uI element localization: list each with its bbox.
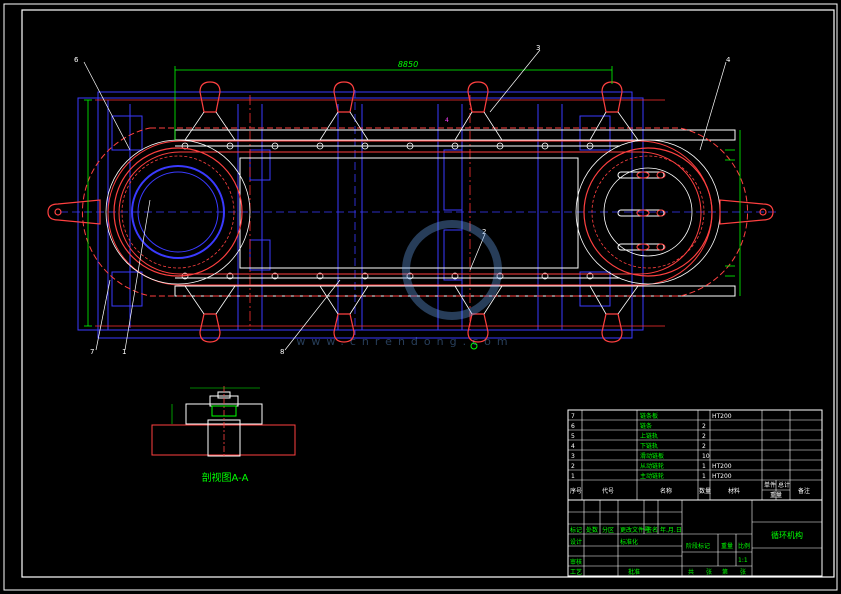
drawing-title: 循环机构 [771,530,803,540]
tb-count: 处数 [586,526,598,534]
watermark: www.cnrendong.com [296,220,513,348]
tb-sheet-unit: 张 [706,568,712,576]
parts-row-qty: 2 [702,433,706,440]
overall-length-dimension: 8850 [398,60,418,69]
parts-header-material: 材料 [728,487,740,495]
tb-sheet-total: 共 [688,568,694,576]
section-marker: 4 [445,117,449,124]
parts-header-remark: 备注 [798,487,810,495]
parts-row-qty: 2 [702,423,706,430]
conveyor-assembly: 8850 4 6 3 4 7 1 8 2 [47,44,780,356]
tb-change-mark: 标记 [570,526,582,534]
parts-header-no: 序号 [570,487,582,495]
part-label: 6 [74,56,79,64]
parts-row-qty: 10 [702,453,710,460]
tb-zone: 分区 [602,526,614,534]
parts-header-total-weight: 总计 [778,481,790,489]
parts-row-name: 链条 [640,422,652,430]
parts-header-weight: 重量 [770,491,782,499]
tb-design: 设计 [570,538,582,546]
tb-weight-label: 重量 [721,542,733,550]
parts-row-name: 下链轨 [640,442,658,450]
parts-header-code: 代号 [602,487,614,495]
parts-header-qty: 数量 [699,487,711,495]
parts-row-qty: 2 [702,443,706,450]
watermark-text: www.cnrendong.com [296,335,513,348]
section-view: 剖视图A-A [151,386,296,484]
tb-review: 审核 [570,558,582,566]
parts-row-name: 滑动链板 [640,452,664,460]
tb-ratio-value: 1:1 [738,557,748,564]
tb-date: 年.月.日 [660,526,682,534]
part-label: 2 [482,228,486,236]
parts-header-unit-weight: 单件 [764,481,776,489]
tb-standardization: 标准化 [620,538,638,546]
tb-change-doc: 更改文件号 [620,526,650,534]
parts-row-qty: 1 [702,463,706,470]
part-label: 7 [90,348,94,356]
part-label: 1 [122,348,126,356]
parts-row-no: 6 [571,423,575,430]
tb-process: 工艺 [570,568,582,576]
parts-row-no: 1 [571,473,575,480]
part-label: 8 [280,348,284,356]
parts-row-name: 从动链轮 [640,462,664,470]
parts-row-no: 3 [571,453,575,460]
part-label: 3 [536,44,540,52]
parts-row-no: 7 [571,413,575,420]
parts-row-no: 4 [571,443,575,450]
outer-frame [3,3,838,591]
tb-signature: 签名 [646,526,658,534]
tb-sheet-unit-2: 张 [740,568,746,576]
parts-row-no: 5 [571,433,575,440]
drive-sprocket [105,139,251,285]
parts-row-material: HT200 [712,413,732,420]
parts-row-material: HT200 [712,463,732,470]
parts-row-no: 2 [571,463,575,470]
parts-header-name: 名称 [660,487,672,495]
tb-approve: 批准 [628,568,640,576]
section-caption: 剖视图A-A [202,471,249,484]
parts-row-qty: 1 [702,473,706,480]
parts-row-name: 主动链轮 [640,472,664,480]
parts-row-name: 链条板 [640,412,658,420]
parts-row-material: HT200 [712,473,732,480]
tb-sheet-no: 第 [722,568,728,576]
tb-ratio-label: 比例 [738,542,750,550]
part-label: 4 [726,56,731,64]
drawing-frame [21,9,835,578]
title-block: 循环机构 标记 处数 分区 更改文件号 签名 年.月.日 设计 标准化 审核 工… [567,499,823,577]
tb-stage-label: 阶段标记 [686,542,710,550]
parts-row-name: 上链轨 [640,432,658,440]
